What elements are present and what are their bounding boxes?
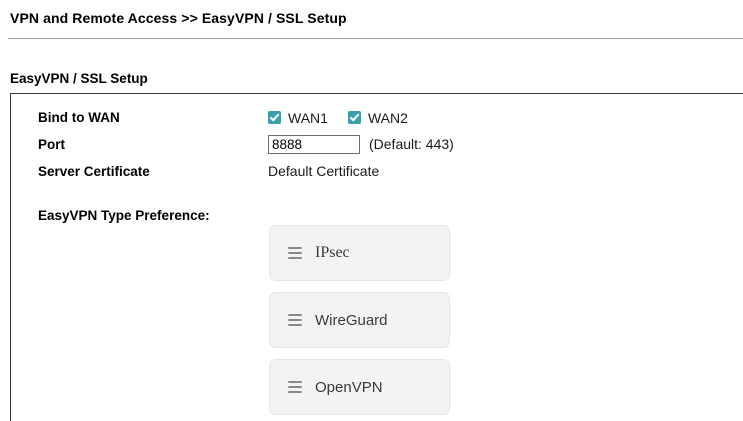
server-certificate-value: Default Certificate xyxy=(268,158,379,185)
list-item-label: WireGuard xyxy=(315,311,388,329)
port-input[interactable] xyxy=(268,135,360,154)
checkbox-wan1[interactable]: WAN1 xyxy=(268,111,328,125)
breadcrumb: VPN and Remote Access >> EasyVPN / SSL S… xyxy=(10,10,347,26)
header-divider xyxy=(8,38,743,39)
server-certificate-label: Server Certificate xyxy=(38,164,150,179)
drag-handle-icon[interactable] xyxy=(288,381,302,393)
server-certificate-text: Default Certificate xyxy=(268,163,380,179)
drag-handle-icon[interactable] xyxy=(288,314,302,326)
row-server-certificate: Server Certificate Default Certificate xyxy=(11,158,743,185)
checkbox-checked-icon[interactable] xyxy=(347,111,361,124)
bind-to-wan-value: WAN1 WAN2 xyxy=(268,104,428,131)
row-bind-to-wan: Bind to WAN WAN1 WAN2 xyxy=(11,104,743,131)
list-item[interactable]: WireGuard xyxy=(269,292,450,348)
easyvpn-type-preference-label: EasyVPN Type Preference: xyxy=(38,208,210,223)
row-port: Port (Default: 443) xyxy=(11,131,743,158)
checkbox-wan2[interactable]: WAN2 xyxy=(347,109,408,126)
port-label: Port xyxy=(38,137,65,152)
checkbox-wan2-label: WAN2 xyxy=(367,109,408,126)
port-value: (Default: 443) xyxy=(268,131,454,158)
checkbox-checked-icon[interactable] xyxy=(268,111,281,124)
drag-handle-icon[interactable] xyxy=(288,247,302,259)
list-item[interactable]: IPsec xyxy=(269,225,450,281)
wan-checkbox-group: WAN1 WAN2 xyxy=(268,111,428,125)
list-item-label: OpenVPN xyxy=(315,378,383,396)
page-title: EasyVPN / SSL Setup xyxy=(10,71,148,86)
settings-panel: Bind to WAN WAN1 WAN2 Port ( xyxy=(10,93,743,421)
easyvpn-type-preference-list[interactable]: IPsec WireGuard OpenVPN xyxy=(269,225,450,421)
port-default-hint: (Default: 443) xyxy=(369,136,454,152)
list-item-label: IPsec xyxy=(315,244,350,261)
bind-to-wan-label: Bind to WAN xyxy=(38,110,120,125)
list-item[interactable]: OpenVPN xyxy=(269,359,450,415)
checkbox-wan1-label: WAN1 xyxy=(288,109,328,126)
